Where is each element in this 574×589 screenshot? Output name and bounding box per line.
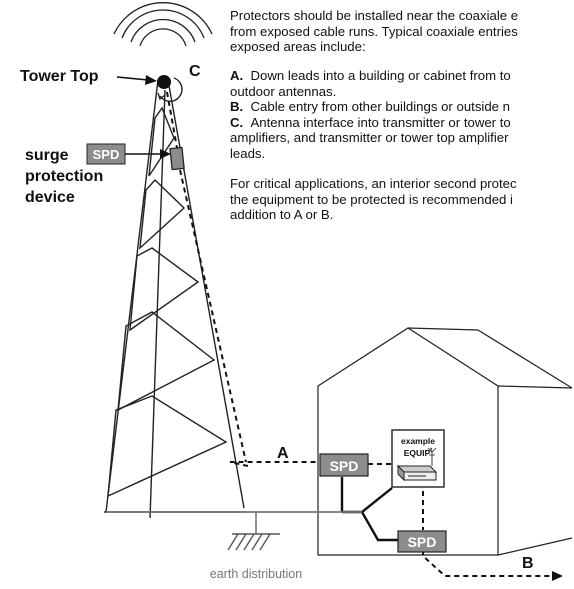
item-c-cont: leads. xyxy=(230,145,266,161)
earth-distribution-label: earth distribution xyxy=(210,567,302,581)
critical-line: the equipment to be protected is recomme… xyxy=(230,191,513,207)
surge-label-line2: protection xyxy=(25,168,104,185)
coax-cable-dashed xyxy=(166,91,552,577)
intro-line: Protectors should be installed near the … xyxy=(230,8,519,23)
spd-pointer-arrow-icon xyxy=(160,149,171,159)
surge-label-line3: device xyxy=(25,189,75,206)
spd-outside-feed-label: SPD xyxy=(408,534,437,550)
intro-line: exposed areas include: xyxy=(230,39,366,55)
critical-line: addition to A or B. xyxy=(230,207,334,223)
callout-c: C xyxy=(189,63,201,80)
equipment-device-icon xyxy=(396,447,438,482)
intro-paragraph: Protectors should be installed near the … xyxy=(230,8,574,55)
loop-arrow-icon xyxy=(159,77,183,102)
building xyxy=(317,327,573,556)
intro-line: from exposed cable runs. Typical coaxial… xyxy=(230,23,518,39)
callout-b: B xyxy=(522,555,534,572)
item-a: A. Down leads into a building or cabinet… xyxy=(230,68,511,83)
item-b: B. Cable entry from other buildings or o… xyxy=(230,99,511,115)
tower-top-dot xyxy=(157,75,171,89)
item-c-cont: amplifiers, and transmitter or tower top… xyxy=(230,130,509,146)
tower-spd-box xyxy=(169,146,185,171)
callout-a: A xyxy=(277,445,289,462)
item-c: C. Antenna interface into transmitter or… xyxy=(230,114,511,130)
tower-top-label: Tower Top xyxy=(20,68,99,85)
earth-ground-icon xyxy=(227,533,280,551)
critical-line: For critical applications, an interior s… xyxy=(230,176,517,191)
spd-outside-feed xyxy=(397,530,447,553)
item-list: A. Down leads into a building or cabinet… xyxy=(230,68,574,162)
feed-out-arrow-icon xyxy=(552,571,563,581)
spd-building-entry-label: SPD xyxy=(330,458,359,474)
item-a-cont: outdoor antennas. xyxy=(230,83,337,99)
equipment-label-line2: EQUIPt xyxy=(404,447,433,458)
spd-building-entry xyxy=(319,453,369,477)
tower-top-arrow-icon xyxy=(145,75,157,85)
radio-waves-icon xyxy=(113,2,213,47)
ground-wires xyxy=(340,477,398,542)
spd-legend-label: SPD xyxy=(93,147,120,162)
equipment-label-line1: example xyxy=(401,436,435,446)
surge-label-line1: surge xyxy=(25,147,69,164)
critical-paragraph: For critical applications, an interior s… xyxy=(230,176,574,223)
spd-legend-box xyxy=(86,143,126,165)
